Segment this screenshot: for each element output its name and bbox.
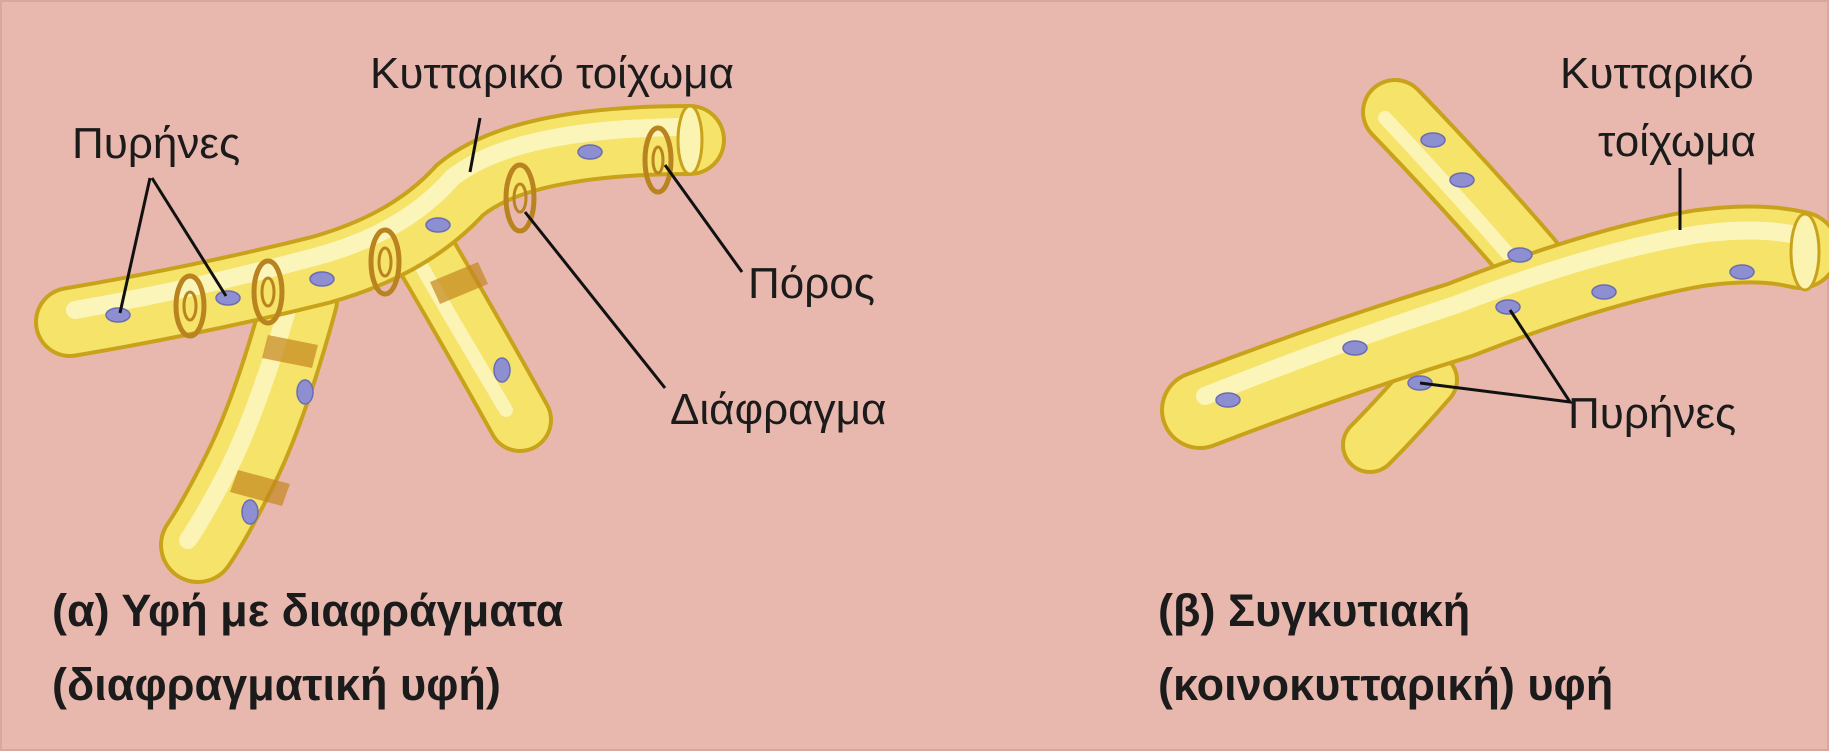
nucleus (494, 358, 510, 382)
nucleus (578, 145, 602, 159)
nucleus (1216, 393, 1240, 407)
nucleus (1421, 133, 1445, 147)
label-nuclei-b: Πυρήνες (1568, 392, 1736, 436)
caption-b-line2: (κοινοκυτταρική) υφή (1158, 662, 1613, 707)
caption-b-line1: (β) Συγκυτιακή (1158, 588, 1470, 633)
caption-a-line2: (διαφραγματική υφή) (52, 662, 501, 707)
nucleus (216, 291, 240, 305)
label-cell-wall-b-line2: τοίχωμα (1598, 120, 1756, 164)
nucleus (242, 500, 258, 524)
nucleus (1343, 341, 1367, 355)
nucleus (297, 380, 313, 404)
nucleus (1592, 285, 1616, 299)
label-cell-wall-b-line1: Κυτταρικό (1560, 52, 1754, 96)
nucleus (1496, 300, 1520, 314)
nucleus (106, 308, 130, 322)
nucleus (1450, 173, 1474, 187)
label-pore: Πόρος (748, 262, 875, 306)
label-septum: Διάφραγμα (670, 388, 886, 432)
label-cell-wall-a: Κυτταρικό τοίχωμα (370, 52, 734, 96)
nucleus (426, 218, 450, 232)
label-nuclei-a: Πυρήνες (72, 122, 240, 166)
nucleus (1508, 248, 1532, 262)
nucleus (310, 272, 334, 286)
caption-a-line1: (α) Υφή με διαφράγματα (52, 588, 563, 633)
nucleus (1730, 265, 1754, 279)
